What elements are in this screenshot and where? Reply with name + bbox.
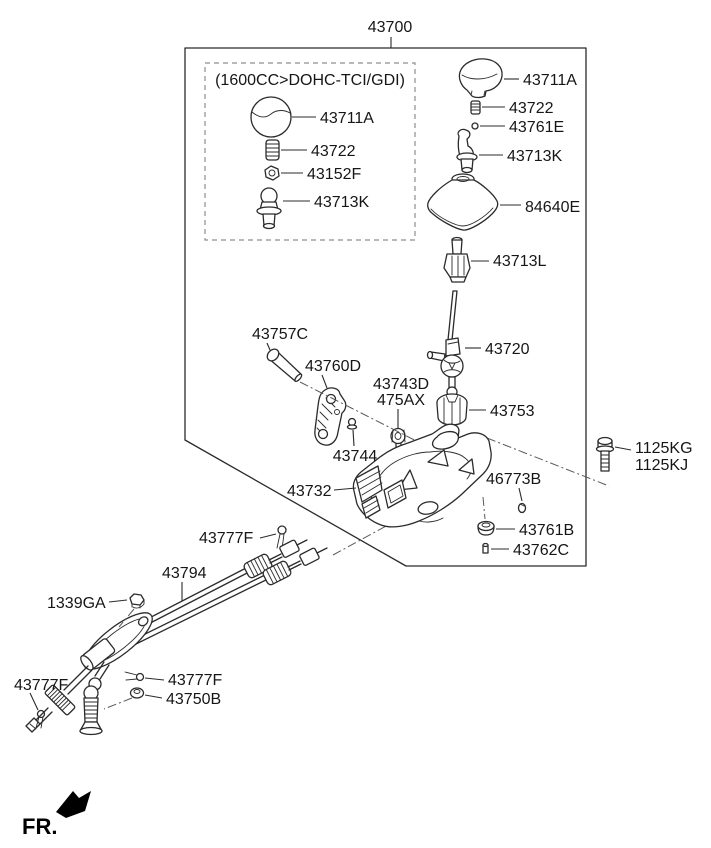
leader-line — [321, 374, 328, 389]
leader-line — [518, 487, 523, 502]
leader-line — [144, 677, 165, 681]
inset-spring-drawing — [265, 139, 280, 161]
lever-lower-label: 43713L — [493, 253, 546, 270]
grommet-leader-line — [103, 697, 133, 710]
lever-top-label: 43713K — [507, 148, 562, 165]
damper-drawing — [436, 393, 468, 426]
knob-label: 43711A — [523, 72, 577, 89]
leader-line — [614, 446, 632, 451]
bracket-drawing — [314, 387, 347, 446]
inset-lever-top-label: 43713K — [314, 194, 369, 211]
cable-grommet-label: 43750B — [166, 691, 221, 708]
leader-line — [352, 429, 355, 447]
inset-nut-drawing — [264, 165, 280, 181]
nut-axis-line — [118, 608, 135, 628]
detent-ball-label: 43761E — [509, 119, 564, 136]
inset-box — [204, 62, 416, 241]
gear-knob-drawing — [458, 58, 503, 99]
housing-drawing — [352, 423, 492, 528]
housing-label: 43732 — [287, 483, 332, 500]
leader-line — [144, 694, 163, 699]
assembly-frame — [184, 47, 587, 567]
cotter-pin-upper-label: 43777F — [199, 530, 253, 547]
cable-assembly-label: 43794 — [162, 565, 207, 582]
leader-line — [29, 692, 39, 711]
inset-knob-label: 43711A — [320, 110, 374, 127]
stud-label: 43744 — [333, 448, 378, 465]
assembly-number-label: 43700 — [368, 19, 413, 36]
bolt-axis-line — [486, 437, 610, 487]
pin-label: 43762C — [513, 542, 569, 559]
knob-spring-drawing — [470, 100, 481, 115]
bracket-label: 43760D — [305, 358, 361, 375]
knob-spring-label: 43722 — [509, 100, 554, 117]
lock-nut-drawing — [129, 593, 145, 609]
cotter-pin-left-label: 43777F — [14, 677, 68, 694]
cable-grommet-drawing — [129, 687, 145, 699]
fr-label: FR. — [22, 814, 57, 839]
fr-direction-arrow-icon — [56, 791, 91, 818]
shift-lever-drawing — [426, 290, 464, 398]
lever-top-drawing — [456, 128, 478, 174]
inset-spring-label: 43722 — [311, 143, 356, 160]
boot-label: 84640E — [525, 199, 580, 216]
stud-drawing — [346, 417, 358, 430]
leader-line — [333, 487, 357, 491]
shift-lever-label: 43720 — [485, 341, 530, 358]
cotter-pin-left-drawing — [35, 709, 46, 729]
cotter-pin-mid-drawing — [124, 671, 145, 682]
washer-label-a: 43743D — [373, 376, 429, 393]
inset-gear-knob-drawing — [250, 96, 292, 138]
boot-drawing — [427, 173, 499, 231]
clip-label: 46773B — [486, 471, 541, 488]
cotter-pin-mid-label: 43777F — [168, 672, 222, 689]
leader-line — [259, 533, 277, 539]
grommet-drawing — [477, 520, 495, 536]
inset-nut-label: 43152F — [307, 166, 361, 183]
damper-label: 43753 — [490, 403, 535, 420]
washer-label-b: 475AX — [377, 392, 425, 409]
bolt-drawing — [595, 436, 615, 472]
leader-line — [266, 342, 271, 351]
leader-line — [108, 599, 128, 603]
small-pin-drawing — [482, 542, 489, 554]
pivot-pin-drawing — [266, 348, 303, 383]
lever-lower-drawing — [443, 236, 471, 283]
grommet-label: 43761B — [519, 522, 574, 539]
bolt-label-a: 1125KG — [635, 440, 693, 457]
inset-header-label: (1600CC>DOHC-TCI/GDI) — [215, 72, 405, 89]
lock-nut-label: 1339GA — [47, 595, 106, 612]
inset-lever-top-drawing — [256, 187, 282, 230]
grommet-axis-line — [482, 496, 486, 520]
pivot-pin-label: 43757C — [252, 326, 308, 343]
clip-drawing — [517, 502, 527, 514]
cable-assembly-drawing — [25, 539, 328, 736]
bolt-label-b: 1125KJ — [635, 457, 688, 474]
detent-ball-drawing — [471, 122, 479, 130]
